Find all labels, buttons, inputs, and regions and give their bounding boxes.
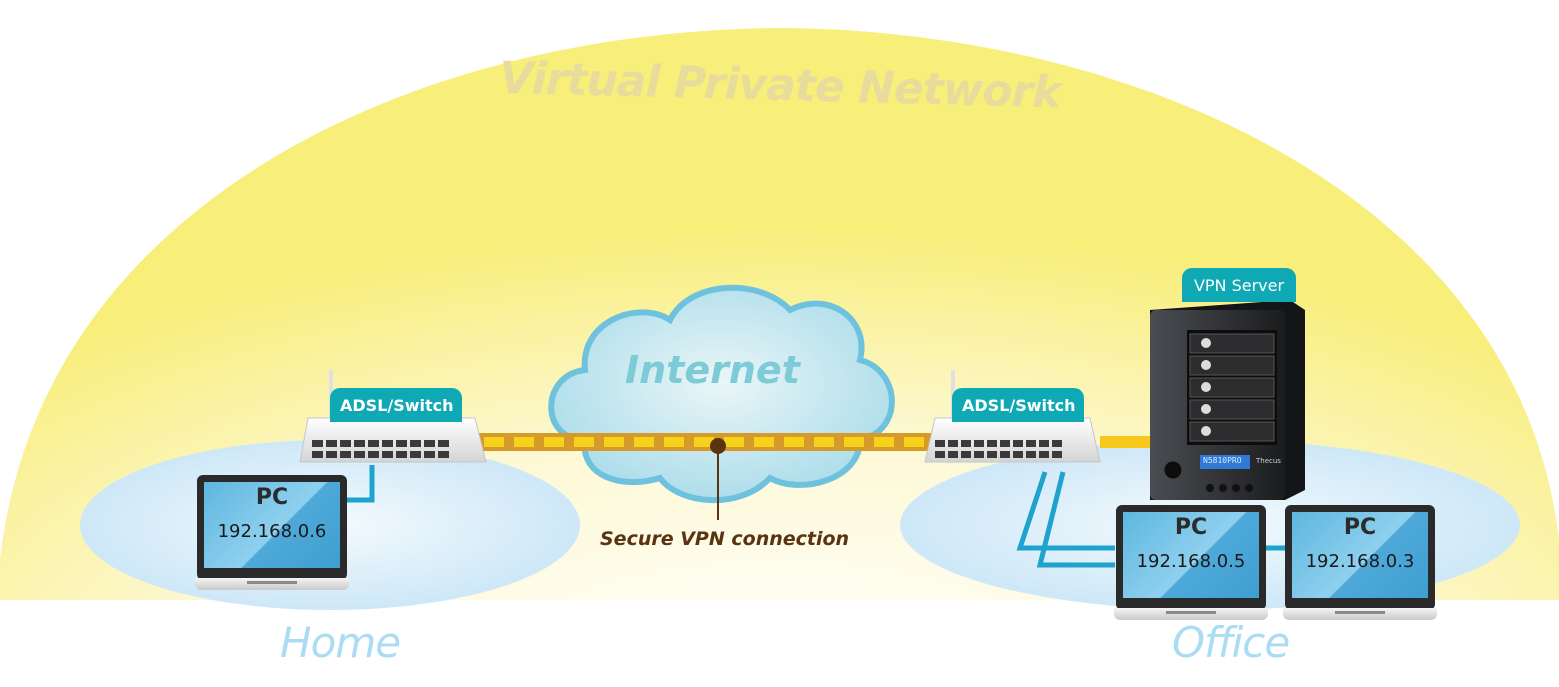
vpn-connection-label: Secure VPN connection [600, 528, 850, 550]
pc-screen [1116, 505, 1266, 610]
office-cable-2 [1036, 471, 1115, 568]
tunnel-dashes [484, 437, 924, 447]
home-cable [345, 465, 375, 503]
pc-name: PC [255, 485, 289, 510]
vpn-server-tag: VPN Server [1182, 268, 1296, 302]
office-router-tag: ADSL/Switch [952, 388, 1084, 422]
office-pc-1: PC 192.168.0.5 [1114, 505, 1268, 620]
office-cable-1 [1016, 471, 1115, 551]
home-zone-label: Home [280, 618, 401, 667]
nas-display-text: N5810PRO [1203, 456, 1242, 465]
pc-screen [1285, 505, 1435, 610]
pc-screen [197, 475, 347, 580]
pc-name: PC [1343, 515, 1377, 540]
nas-brand: Thecus [1256, 457, 1281, 465]
pc-ip: 192.168.0.6 [217, 521, 327, 542]
home-pc: PC 192.168.0.6 [195, 475, 349, 590]
internet-label: Internet [625, 348, 800, 392]
pc-ip: 192.168.0.5 [1136, 551, 1246, 572]
server-link [1100, 436, 1160, 448]
home-router-tag: ADSL/Switch [330, 388, 462, 422]
vpn-server-device [1150, 300, 1305, 500]
pc-ip: 192.168.0.3 [1305, 551, 1415, 572]
office-zone-label: Office [1172, 618, 1290, 667]
callout-dot [710, 438, 726, 454]
office-pc-2: PC 192.168.0.3 [1283, 505, 1437, 620]
pc-name: PC [1174, 515, 1208, 540]
